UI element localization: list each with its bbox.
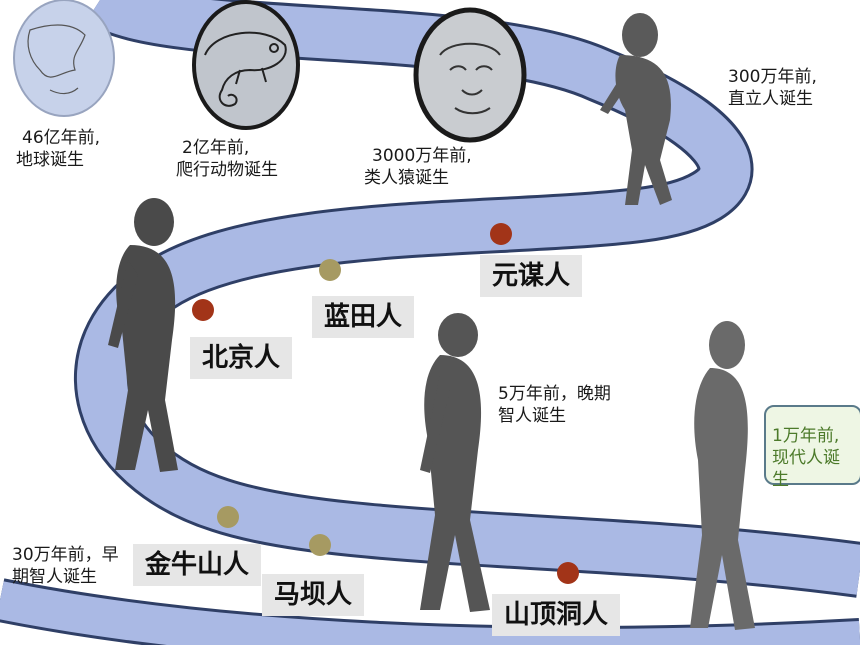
event-modern-line3: 生 [772, 470, 789, 490]
road-lower-branch [0, 581, 860, 645]
dot-lantian [319, 259, 341, 281]
dot-jinniushan [217, 506, 239, 528]
modern-human-figure-icon [690, 321, 755, 630]
erectus-figure-icon [600, 13, 672, 205]
dot-maba [309, 534, 331, 556]
event-late-sapiens: 5万年前，晚期 智人诞生 [498, 383, 611, 427]
event-earth-line1: 46亿年前, [22, 128, 101, 148]
chameleon-medallion-icon [192, 0, 300, 130]
late-sapiens-figure-icon [420, 313, 490, 612]
beijing-man-figure-icon [108, 198, 178, 472]
ape-face-medallion-icon [413, 7, 527, 143]
event-late-sapiens-line2: 智人诞生 [498, 406, 566, 426]
event-modern: 1万年前, 现代人诞 生 [772, 425, 840, 491]
event-modern-line1: 1万年前, [772, 426, 840, 446]
site-shanding: 山顶洞人 [492, 594, 621, 636]
dot-yuanmou [490, 223, 512, 245]
event-ape-line1: 3000万年前, [372, 146, 472, 166]
modern-human-box [764, 405, 860, 485]
earth-globe-icon [13, 0, 115, 117]
event-erectus-line2: 直立人诞生 [728, 89, 813, 109]
event-reptile-line1: 2亿年前, [182, 138, 250, 158]
site-beijing: 北京人 [190, 337, 293, 379]
event-ape: 3000万年前, 类人猿诞生 [364, 145, 472, 189]
event-erectus-line1: 300万年前, [728, 67, 817, 87]
site-yuanmou: 元谋人 [480, 255, 583, 297]
event-modern-line2: 现代人诞 [772, 448, 840, 468]
event-reptile-line2: 爬行动物诞生 [176, 160, 278, 180]
event-ape-line2: 类人猿诞生 [364, 168, 449, 188]
event-earth-line2: 地球诞生 [16, 150, 84, 170]
site-maba: 马坝人 [262, 574, 365, 616]
winding-road [76, 0, 860, 595]
site-jinniushan: 金牛山人 [133, 544, 262, 586]
event-early-sapiens-line1: 30万年前，早 [12, 545, 119, 565]
event-erectus: 300万年前, 直立人诞生 [728, 66, 817, 110]
event-early-sapiens: 30万年前，早 期智人诞生 [12, 544, 119, 588]
site-lantian: 蓝田人 [312, 296, 415, 338]
dot-beijing [192, 299, 214, 321]
dot-shanding [557, 562, 579, 584]
event-reptile: 2亿年前, 爬行动物诞生 [176, 137, 278, 181]
event-earth: 46亿年前, 地球诞生 [16, 127, 100, 171]
event-early-sapiens-line2: 期智人诞生 [12, 567, 97, 587]
event-late-sapiens-line1: 5万年前，晚期 [498, 384, 611, 404]
